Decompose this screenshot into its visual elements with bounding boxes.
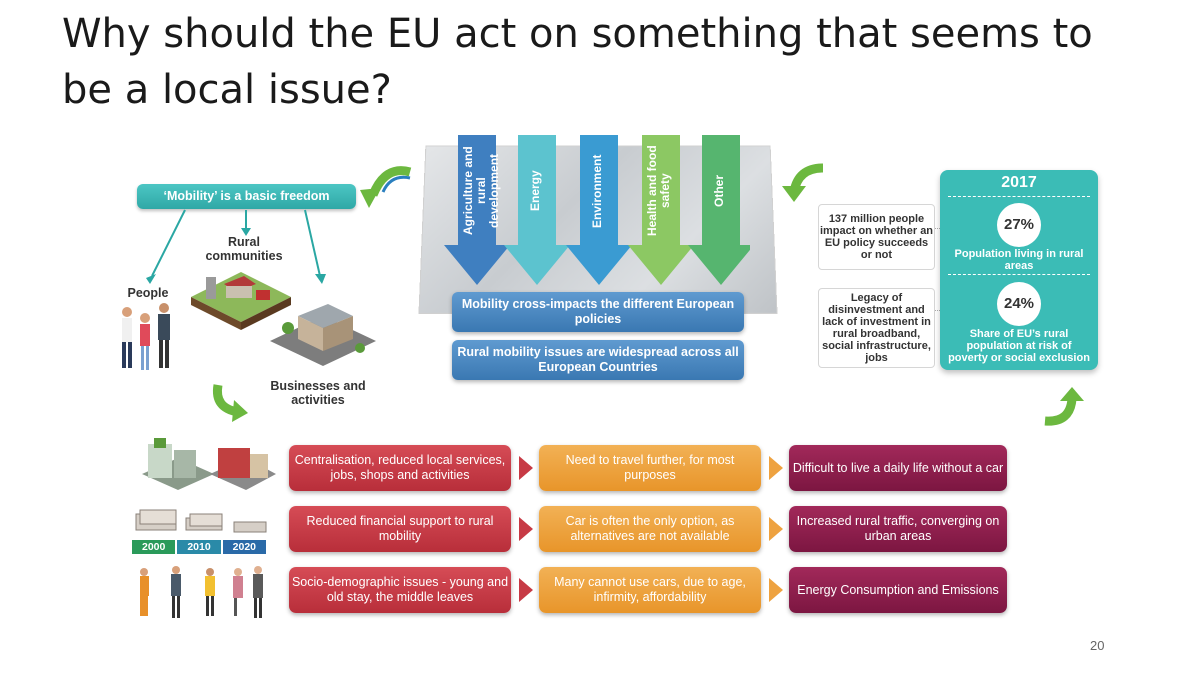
legacy-stat-box: Legacy of disinvestment and lack of inve… xyxy=(818,288,935,368)
pct-rural-label: Population living in rural areas xyxy=(954,248,1084,272)
stats-2017-panel: 2017 27% Population living in rural area… xyxy=(940,170,1098,370)
effect-pill-3: Many cannot use cars, due to age, infirm… xyxy=(539,567,761,613)
elderly-people-illustration xyxy=(140,566,263,618)
page-number: 20 xyxy=(1090,638,1105,653)
pct-poverty-circle: 24% xyxy=(997,282,1041,326)
chevron-right-icon xyxy=(519,517,533,541)
chevron-right-icon xyxy=(769,456,783,480)
widespread-banner: Rural mobility issues are widespread acr… xyxy=(452,340,744,380)
hospital-buildings-illustration xyxy=(142,438,276,490)
effect-pill-1: Need to travel further, for most purpose… xyxy=(539,445,761,491)
result-pill-1: Difficult to live a daily life without a… xyxy=(789,445,1007,491)
rural-communities-label: Rural communities xyxy=(205,235,283,263)
connector-arrows xyxy=(146,209,326,284)
result-pill-3: Energy Consumption and Emissions xyxy=(789,567,1007,613)
policy-label-agriculture: Agriculture and rural development xyxy=(461,146,501,236)
divider xyxy=(948,274,1090,275)
effect-pill-2: Car is often the only option, as alterna… xyxy=(539,506,761,552)
mobility-freedom-banner: ‘Mobility’ is a basic freedom xyxy=(137,184,356,209)
policy-label-environment: Environment xyxy=(590,154,604,228)
years-timeline: 2000 2010 2020 xyxy=(132,540,266,554)
business-illustration xyxy=(270,304,376,366)
policy-label-energy: Energy xyxy=(528,170,542,212)
cause-pill-1: Centralisation, reduced local services, … xyxy=(289,445,511,491)
year-label: 2017 xyxy=(1001,174,1037,191)
farm-illustration xyxy=(191,272,291,330)
chevron-right-icon xyxy=(769,578,783,602)
chevron-right-icon xyxy=(519,578,533,602)
cause-pill-2: Reduced financial support to rural mobil… xyxy=(289,506,511,552)
divider xyxy=(948,196,1090,197)
cross-impacts-banner: Mobility cross-impacts the different Eur… xyxy=(452,292,744,332)
businesses-label: Businesses and activities xyxy=(270,379,366,407)
year-2020-label: 2020 xyxy=(222,540,266,554)
chevron-right-icon xyxy=(769,517,783,541)
policy-arrows: Agriculture and rural development Energy… xyxy=(440,135,750,285)
pct-rural-circle: 27% xyxy=(997,203,1041,247)
slide-title: Why should the EU act on something that … xyxy=(62,11,1093,113)
money-stacks-illustration xyxy=(135,509,267,533)
year-2000-label: 2000 xyxy=(132,540,176,554)
curved-arrow-icon xyxy=(360,166,412,208)
curved-arrow-icon xyxy=(212,384,248,422)
curved-arrow-icon xyxy=(1044,387,1084,426)
year-2010-label: 2010 xyxy=(177,540,221,554)
people-label: People xyxy=(127,286,169,300)
policy-label-health: Health and food safety xyxy=(645,145,672,237)
result-pill-2: Increased rural traffic, converging on u… xyxy=(789,506,1007,552)
impact-stat-box: 137 million people impact on whether an … xyxy=(818,204,935,270)
chevron-right-icon xyxy=(519,456,533,480)
policy-label-other: Other xyxy=(712,175,726,208)
curved-arrow-icon xyxy=(782,163,824,202)
pct-poverty-label: Share of EU’s rural population at risk o… xyxy=(948,328,1090,364)
people-illustration xyxy=(122,303,170,370)
cause-pill-3: Socio-demographic issues - young and old… xyxy=(289,567,511,613)
